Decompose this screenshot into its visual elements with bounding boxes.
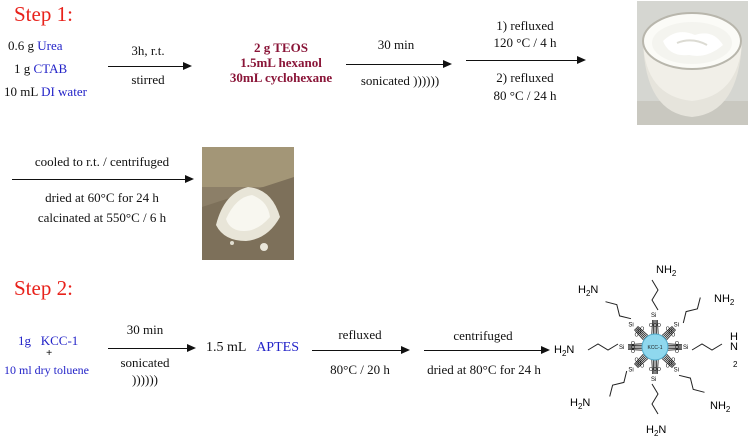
propyl-chain — [610, 371, 627, 397]
amine-label: NH2 — [710, 400, 731, 414]
s2-arrow1-bottom-label-2: )))))) — [108, 372, 182, 388]
propyl-chain — [588, 344, 618, 350]
aptes-label: 1.5 mL APTES — [206, 340, 299, 356]
arrow4-bottom-label-1: dried at 60°C for 24 h — [12, 190, 192, 206]
reaction-arrow — [108, 66, 190, 67]
oxygen-label: O — [640, 327, 644, 333]
arrow1-bottom-label: stirred — [108, 72, 188, 88]
s2-arrow3-top-label: centrifuged — [420, 328, 546, 344]
amine-label: H2N — [578, 284, 598, 298]
silicon-label: Si — [619, 345, 624, 351]
silicon-label: Si — [628, 368, 633, 374]
arrow3-label-2: 120 °C / 4 h — [466, 35, 584, 51]
arrow2-top-label: 30 min — [346, 37, 446, 53]
propyl-chain — [606, 302, 632, 319]
s2-arrow1-bottom-label-1: sonicated — [108, 355, 182, 371]
oxygen-label: O — [635, 358, 639, 364]
reaction-arrow — [108, 348, 194, 349]
propyl-chain — [692, 344, 722, 350]
silicon-label: Si — [674, 368, 679, 374]
oxygen-label: O — [653, 367, 657, 373]
arrow3-label-4: 80 °C / 24 h — [466, 88, 584, 104]
oxygen-label: O — [631, 341, 635, 347]
step1-title: Step 1: — [14, 2, 73, 27]
oxygen-label: O — [649, 367, 653, 373]
reaction-arrow — [12, 179, 192, 180]
amine-label: NH2 — [714, 293, 735, 307]
amine-label: NH2 — [656, 264, 677, 278]
reagent-urea: 0.6 g Urea — [8, 38, 63, 54]
reagent-water: 10 mL DI water — [4, 84, 87, 100]
reagent-ctab: 1 g CTAB — [14, 61, 67, 77]
s2-arrow3-bottom-label: dried at 80°C for 24 h — [418, 362, 550, 378]
propyl-chain — [652, 384, 658, 414]
step2-title: Step 2: — [14, 276, 73, 301]
silicon-label: Si — [674, 322, 679, 328]
core-label: KCC-1 — [647, 345, 662, 351]
amine-label: NH — [730, 331, 738, 353]
reaction-arrow — [346, 64, 450, 65]
amine-subscript: 2 — [733, 360, 738, 369]
arrow3-label-1: 1) refluxed — [466, 18, 584, 34]
s2-arrow1-top-label: 30 min — [108, 322, 182, 338]
s2-arrow2-top-label: refluxed — [312, 327, 408, 343]
arrow1-top-label: 3h, r.t. — [108, 43, 188, 59]
amine-label: H2N — [570, 397, 590, 411]
reaction-arrow — [312, 350, 408, 351]
oxygen-label: O — [657, 367, 661, 373]
oxygen-label: O — [666, 363, 670, 369]
propyl-chain — [683, 298, 700, 324]
reaction-arrow — [424, 350, 548, 351]
amine-label: H2N — [646, 424, 666, 438]
arrow4-top-label: cooled to r.t. / centrifuged — [12, 154, 192, 170]
powder-photo — [202, 147, 294, 260]
arrow4-bottom-label-2: calcinated at 550°C / 6 h — [12, 210, 192, 226]
reagent-toluene: 10 ml dry toluene — [4, 363, 89, 378]
propyl-chain — [652, 280, 658, 310]
silicon-label: Si — [651, 377, 656, 383]
silicon-label: Si — [628, 322, 633, 328]
silicon-label: Si — [683, 345, 688, 351]
gel-cup-photo — [637, 1, 748, 125]
oxygen-label: O — [675, 349, 679, 355]
arrow3-label-3: 2) refluxed — [466, 70, 584, 86]
propyl-chain — [679, 375, 705, 392]
oxygen-label: O — [671, 332, 675, 338]
amine-label: H2N — [554, 344, 574, 358]
oxygen-label: O — [657, 323, 661, 329]
mixture-block: 2 g TEOS 1.5mL hexanol 30mL cyclohexane — [226, 40, 336, 85]
plus-sign: + — [46, 347, 52, 359]
silicon-label: Si — [651, 313, 656, 319]
s2-arrow2-bottom-label: 80°C / 20 h — [312, 362, 408, 378]
arrow2-bottom-label: sonicated )))))) — [346, 73, 454, 89]
reaction-arrow — [466, 60, 584, 61]
